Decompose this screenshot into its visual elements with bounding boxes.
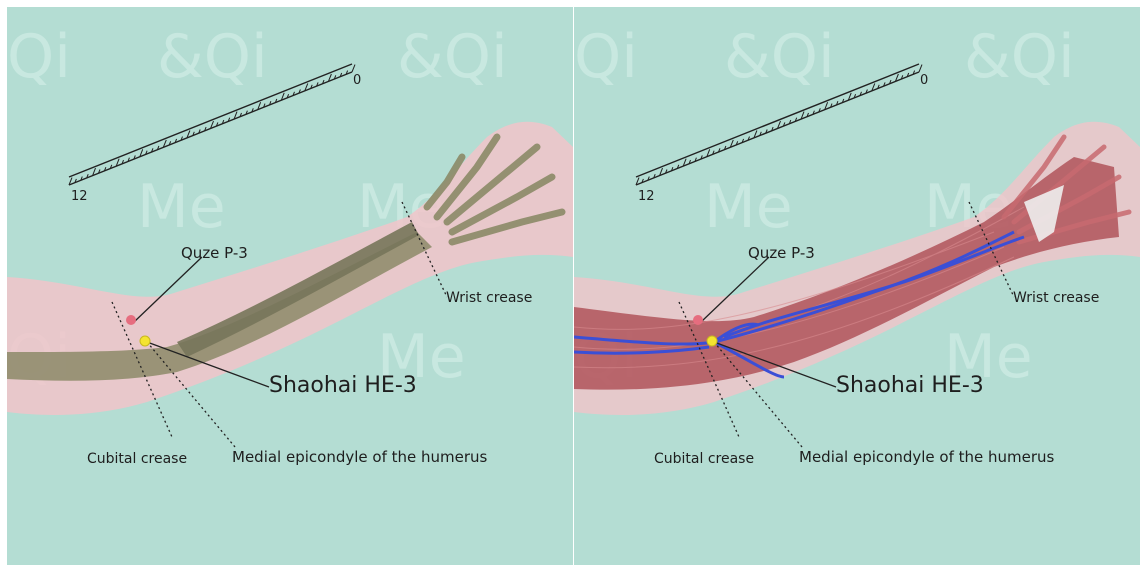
- quze-label: Quze P-3: [748, 244, 815, 262]
- ruler-tick: [919, 65, 922, 72]
- forearm-illustration-muscular: Qi&Qi&Qi MeMe QiMe: [574, 7, 1140, 565]
- wrist-crease-label: Wrist crease: [1013, 290, 1099, 306]
- ruler-end-label: 12: [71, 189, 88, 204]
- shaohai-point-marker: [140, 336, 150, 346]
- quze-point-marker: [693, 315, 703, 325]
- ruler-tick: [352, 65, 355, 72]
- svg-text:Qi: Qi: [574, 22, 638, 92]
- cubital-crease-label: Cubital crease: [654, 451, 754, 467]
- medial-epicondyle-label: Medial epicondyle of the humerus: [232, 448, 487, 466]
- shaohai-point-marker: [707, 336, 717, 346]
- quze-point-marker: [126, 315, 136, 325]
- svg-text:Me: Me: [704, 172, 793, 242]
- svg-text:&Qi: &Qi: [397, 22, 508, 92]
- medial-epicondyle-label: Medial epicondyle of the humerus: [799, 448, 1054, 466]
- ruler-start-label: 0: [920, 73, 928, 88]
- svg-text:Me: Me: [137, 172, 226, 242]
- svg-text:&Qi: &Qi: [724, 22, 835, 92]
- quze-label: Quze P-3: [181, 244, 248, 262]
- shaohai-label: Shaohai HE-3: [269, 373, 417, 398]
- svg-text:&Qi: &Qi: [964, 22, 1075, 92]
- ruler-start-label: 0: [353, 73, 361, 88]
- svg-text:Qi: Qi: [7, 22, 71, 92]
- wrist-crease-label: Wrist crease: [446, 290, 532, 306]
- cubital-crease-label: Cubital crease: [87, 451, 187, 467]
- shaohai-label: Shaohai HE-3: [836, 373, 984, 398]
- ruler-end-label: 12: [638, 189, 655, 204]
- svg-text:&Qi: &Qi: [157, 22, 268, 92]
